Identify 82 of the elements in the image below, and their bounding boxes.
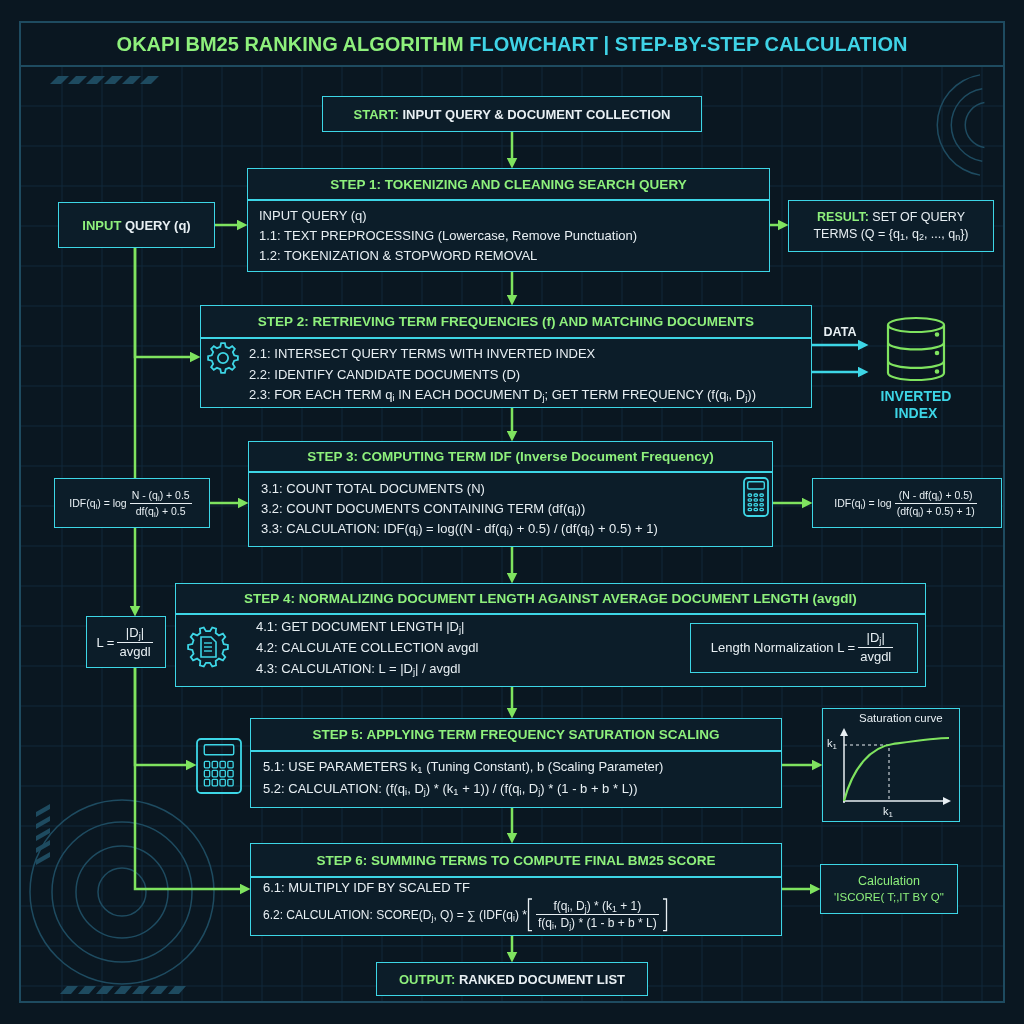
- fraction-numerator: |D$_{j}$|: [117, 624, 153, 643]
- arrow: [506, 132, 518, 169]
- formula-text: L =: [96, 634, 115, 650]
- input-box: [58, 202, 215, 248]
- axis-label: k$_{1}$: [827, 737, 837, 750]
- formula-box: [689, 622, 918, 673]
- fraction-denominator: f(q$_{i}$, D$_{j}$) * (1 - b + b * L): [536, 915, 658, 931]
- step-text: 1.2: TOKENIZATION & STOPWORD REMOVAL: [259, 247, 538, 265]
- result-box: [788, 200, 994, 252]
- note-box: [820, 864, 958, 914]
- note-text: 'ISCORE( T;,IT BY Q": [834, 890, 944, 905]
- step-text: 6.1: MULTIPLY IDF BY SCALED TF: [263, 879, 470, 897]
- formula-text: IDF(q$_{i}$) = log: [834, 497, 892, 509]
- step-text: 5.2: CALCULATION: (f(q$_{i}$, D$_{j}$) * (k$_{1}$ + 1)) / (f(q$_{i}$, D$_{j}$) * (1 - b + b * L)): [263, 780, 638, 800]
- process-box: [248, 441, 773, 547]
- node-text: OUTPUT: RANKED DOCUMENT LIST: [398, 970, 626, 988]
- step-text: 3.1: COUNT TOTAL DOCUMENTS (N): [261, 480, 485, 498]
- chart-panel: [822, 708, 960, 822]
- arrow: [770, 219, 789, 231]
- step-text: 3.3: CALCULATION: IDF(q$_{i}$) = log((N - df(q$_{i}$) + 0.5) / (df(q$_{i}$) + 0.5) + 1): [261, 520, 658, 539]
- fraction-denominator: df(q$_{i}$) + 0.5: [134, 503, 187, 518]
- step-heading: STEP 3: COMPUTING TERM IDF (Inverse Document Frequency): [307, 448, 714, 465]
- arrow: [506, 936, 518, 963]
- step-text: 1.1: TEXT PREPROCESSING (Lowercase, Remove Punctuation): [259, 227, 638, 245]
- arrow: [812, 339, 869, 351]
- arrow: [210, 497, 249, 509]
- fraction-denominator: avgdl: [118, 642, 152, 660]
- node-label: INVERTED INDEX: [879, 388, 953, 422]
- arrow: [782, 759, 823, 771]
- fraction-numerator: N - (q$_{i}$) + 0.5: [129, 488, 192, 504]
- title: OKAPI BM25 RANKING ALGORITHM FLOWCHART | STEP-BY-STEP CALCULATION: [116, 32, 908, 56]
- step-text: 2.2: IDENTIFY CANDIDATE DOCUMENTS (D): [249, 365, 521, 384]
- formula-text: IDF(q$_{i}$) = log: [69, 497, 127, 509]
- node-text: RESULT: SET OF QUERY TERMS (Q = {q$_{1}$, q$_{2}$, ..., q$_{n}$}): [812, 209, 970, 243]
- fraction-numerator: |D$_{j}$|: [858, 630, 894, 648]
- step-text: 2.1: INTERSECT QUERY TERMS WITH INVERTED INDEX: [249, 345, 596, 363]
- note-text: Calculation: [858, 873, 920, 889]
- edge-label: DATA: [820, 325, 860, 340]
- output-box: [376, 962, 648, 996]
- step-text: 4.2: CALCULATE COLLECTION avgdl: [256, 639, 479, 657]
- fraction-denominator: avgdl: [859, 648, 893, 665]
- step-text: 2.3: FOR EACH TERM q$_{i}$ IN EACH DOCUMENT D$_{j}$; GET TERM FREQUENCY (f(q$_{i}$, D$_{j}$)): [249, 386, 756, 406]
- step-heading: STEP 1: TOKENIZING AND CLEANING SEARCH QUERY: [330, 175, 687, 193]
- step-heading: STEP 4: NORMALIZING DOCUMENT LENGTH AGAINST AVERAGE DOCUMENT LENGTH (avgdl): [244, 590, 857, 607]
- arrow: [773, 497, 813, 509]
- process-box: [250, 843, 782, 936]
- step-text: INPUT QUERY (q): [259, 207, 367, 225]
- arrow: [782, 883, 821, 895]
- process-box: [247, 168, 770, 272]
- formula-box: [86, 616, 166, 668]
- start-box: [322, 96, 702, 132]
- fraction-numerator: (N - df(q$_{i}$) + 0.5): [894, 488, 977, 504]
- node-text: START: INPUT QUERY & DOCUMENT COLLECTION: [353, 105, 671, 123]
- step-text: 4.3: CALCULATION: L = |D$_{j}$| / avgdl: [256, 660, 461, 679]
- arrow: [215, 219, 248, 231]
- step-text: 3.2: COUNT DOCUMENTS CONTAINING TERM (df(q$_{i}$)): [261, 500, 586, 519]
- fraction-denominator: (df(q$_{i}$) + 0.5) + 1): [895, 503, 976, 518]
- connector-line: [133, 248, 137, 478]
- arrow: [129, 528, 141, 617]
- process-box: [200, 305, 812, 408]
- formula-box: [812, 478, 1002, 528]
- fraction-numerator: f(q$_{i}$, D$_{j}$) * (k$_{1}$ + 1): [535, 898, 659, 916]
- step-text: 4.1: GET DOCUMENT LENGTH |D$_{j}$|: [256, 618, 465, 637]
- node-text: INPUT QUERY (q): [82, 216, 191, 234]
- arrow: [133, 668, 251, 895]
- formula-text: Length Normalization L =: [710, 640, 856, 655]
- chart-title: Saturation curve: [859, 712, 943, 725]
- arrow: [506, 547, 518, 584]
- step-text: 5.1: USE PARAMETERS k$_{1}$ (Tuning Constant), b (Scaling Parameter): [263, 758, 664, 778]
- arrow: [812, 366, 869, 378]
- arrow: [506, 687, 518, 719]
- step-heading: STEP 5: APPLYING TERM FREQUENCY SATURATION SCALING: [312, 726, 720, 743]
- process-box: [250, 718, 782, 808]
- axis-label: k$_{1}$: [883, 805, 893, 818]
- arrow: [506, 808, 518, 844]
- step-heading: STEP 6: SUMMING TERMS TO COMPUTE FINAL BM25 SCORE: [316, 851, 716, 869]
- formula-box: [54, 478, 210, 528]
- step-heading: STEP 2: RETRIEVING TERM FREQUENCIES (f) AND MATCHING DOCUMENTS: [257, 313, 755, 330]
- arrow: [506, 408, 518, 442]
- process-box: [175, 583, 926, 687]
- formula-text: 6.2: CALCULATION: SCORE(D$_{j}$, Q) = ∑ (IDF(q$_{i}$) *: [263, 907, 527, 922]
- arrow: [506, 272, 518, 306]
